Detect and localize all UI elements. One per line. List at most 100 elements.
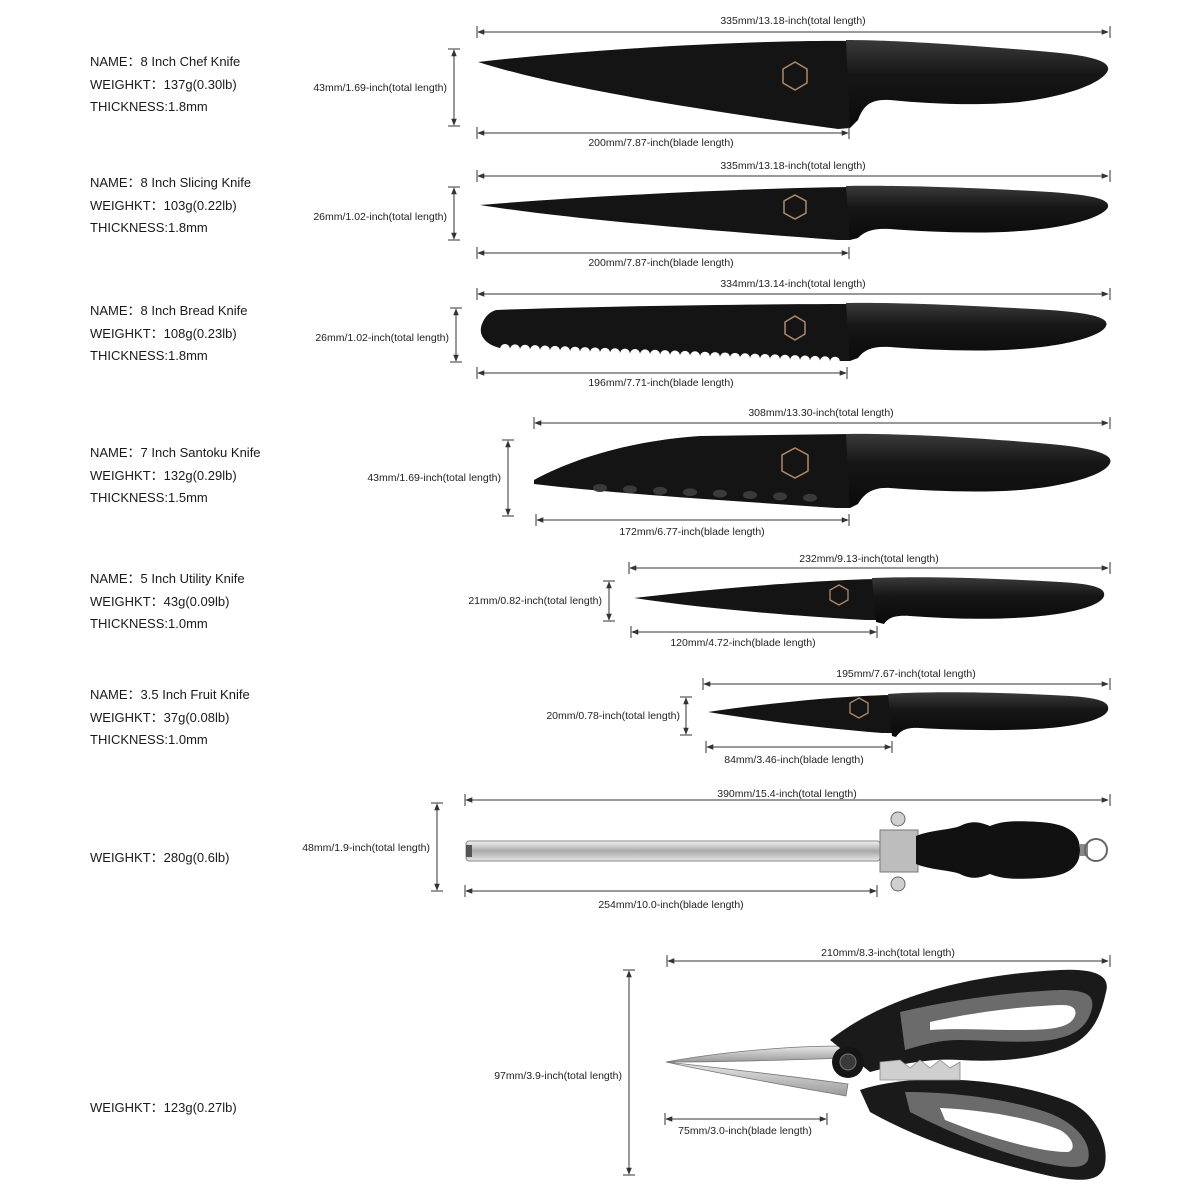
scissors-blade-upper (665, 1045, 849, 1063)
height-label: 21mm/0.82-inch(total length) (468, 595, 602, 607)
fruit-knife-blade (708, 695, 892, 733)
santoku-knife-blade (534, 434, 850, 508)
spec-weight: WEIGHKT：132g(0.29lb) (90, 467, 237, 483)
xyj-logo-icon (781, 447, 809, 479)
total-length-label: 232mm/9.13-inch(total length) (799, 553, 939, 565)
utility-knife-handle (872, 577, 1105, 624)
scissors-grip-upper-hole (930, 1005, 1076, 1030)
spec-fruit-knife: NAME：3.5 Inch Fruit Knife WEIGHKT：37g(0.… (90, 684, 250, 752)
height-label: 48mm/1.9-inch(total length) (302, 842, 430, 854)
fruit-knife: 195mm/7.67-inch(total length) 20mm/0.78-… (546, 668, 1111, 766)
santoku-dimple (743, 491, 757, 499)
height-label: 43mm/1.69-inch(total length) (367, 472, 501, 484)
spec-thickness: THICKNESS:1.8mm (90, 220, 208, 235)
chef-knife-blade (478, 40, 850, 129)
spec-thickness: THICKNESS:1.5mm (90, 490, 208, 505)
blade-length-label: 172mm/6.77-inch(blade length) (619, 526, 764, 538)
spec-thickness: THICKNESS:1.0mm (90, 616, 208, 631)
chef-knife: 335mm/13.18-inch(total length) 43mm/1.69… (313, 15, 1111, 149)
spec-santoku-knife: NAME：7 Inch Santoku Knife WEIGHKT：132g(0… (90, 442, 261, 510)
spec-utility-knife: NAME：5 Inch Utility Knife WEIGHKT：43g(0.… (90, 568, 245, 636)
spec-honing-rod: WEIGHKT：280g(0.6lb) (90, 847, 229, 870)
spec-bread-knife: NAME：8 Inch Bread Knife WEIGHKT：108g(0.2… (90, 300, 248, 368)
height-label: 20mm/0.78-inch(total length) (546, 710, 680, 722)
total-length-label: 195mm/7.67-inch(total length) (836, 668, 976, 680)
spec-weight: WEIGHKT：43g(0.09lb) (90, 593, 230, 609)
height-label: 26mm/1.02-inch(total length) (315, 332, 449, 344)
spec-weight: WEIGHKT：103g(0.22lb) (90, 197, 237, 213)
scissors-blade-lower (665, 1061, 849, 1097)
santoku-dimple (653, 486, 667, 495)
blade-length-label: 84mm/3.46-inch(blade length) (724, 754, 864, 766)
spec-slicing-knife: NAME：8 Inch Slicing Knife WEIGHKT：103g(0… (90, 172, 251, 240)
spec-weight: WEIGHKT：137g(0.30lb) (90, 76, 237, 92)
scissors-pivot-screw (839, 1053, 857, 1071)
spec-name: NAME：7 Inch Santoku Knife (90, 445, 261, 460)
spec-name: NAME：5 Inch Utility Knife (90, 571, 245, 586)
spec-name: NAME：8 Inch Slicing Knife (90, 175, 252, 190)
total-length-label: 390mm/15.4-inch(total length) (717, 788, 857, 800)
total-length-label: 308mm/13.30-inch(total length) (748, 407, 893, 419)
spec-chef-knife: NAME：8 Inch Chef Knife WEIGHKT：137g(0.30… (90, 51, 240, 119)
utility-knife-blade (634, 579, 876, 620)
hang-ring-icon (1084, 838, 1108, 862)
santoku-dimple (623, 485, 637, 494)
honing-rod-guard (879, 829, 919, 873)
spec-name: NAME：8 Inch Bread Knife (90, 303, 248, 318)
spec-thickness: THICKNESS:1.8mm (90, 99, 208, 114)
blade-length-label: 75mm/3.0-inch(blade length) (678, 1125, 812, 1137)
total-length-label: 334mm/13.14-inch(total length) (720, 278, 865, 290)
honing-rod-handle (916, 821, 1080, 879)
santoku-dimples (593, 484, 817, 502)
honing-rod: 390mm/15.4-inch(total length) 48mm/1.9-i… (302, 788, 1111, 911)
santoku-dimple (803, 493, 817, 502)
honing-rod-guard-knob (890, 811, 906, 827)
kitchen-scissors: 210mm/8.3-inch(total length) 97mm/3.9-in… (494, 947, 1111, 1180)
xyj-logo-icon (784, 315, 806, 341)
xyj-logo-icon (849, 697, 869, 719)
slicing-knife: 335mm/13.18-inch(total length) 26mm/1.02… (313, 160, 1111, 269)
honing-rod-steel (465, 840, 881, 862)
honing-rod-tip (466, 845, 472, 857)
blade-length-label: 200mm/7.87-inch(blade length) (588, 137, 733, 149)
xyj-logo-icon (829, 584, 849, 606)
santoku-knife-handle (846, 433, 1111, 508)
bread-knife-blade (480, 304, 850, 361)
santoku-dimple (773, 492, 787, 501)
santoku-dimple (593, 484, 607, 492)
spec-weight: WEIGHKT：37g(0.08lb) (90, 709, 230, 725)
honing-rod-guard-knob (890, 876, 906, 892)
total-length-label: 335mm/13.18-inch(total length) (720, 15, 865, 27)
spec-thickness: THICKNESS:1.8mm (90, 348, 208, 363)
chef-knife-handle (846, 40, 1109, 128)
bread-knife-serration (500, 344, 840, 362)
bread-knife: 334mm/13.14-inch(total length) 26mm/1.02… (315, 278, 1111, 389)
xyj-logo-icon (783, 194, 807, 220)
xyj-logo-icon (782, 61, 808, 91)
spec-weight: WEIGHKT：108g(0.23lb) (90, 325, 237, 341)
total-length-label: 210mm/8.3-inch(total length) (821, 947, 955, 959)
blade-length-label: 254mm/10.0-inch(blade length) (598, 899, 743, 911)
santoku-dimple (713, 489, 727, 498)
spec-name: NAME：3.5 Inch Fruit Knife (90, 687, 250, 702)
spec-weight: WEIGHKT：123g(0.27lb) (90, 1100, 237, 1115)
blade-length-label: 120mm/4.72-inch(blade length) (670, 637, 815, 649)
santoku-knife: 308mm/13.30-inch(total length) 43mm/1.69… (367, 407, 1111, 538)
scissors-grip-lower-hole (940, 1108, 1073, 1152)
spec-weight: WEIGHKT：280g(0.6lb) (90, 850, 230, 865)
slicing-knife-handle (846, 185, 1109, 240)
spec-scissors: WEIGHKT：123g(0.27lb) (90, 1097, 237, 1120)
slicing-knife-blade (480, 187, 850, 240)
height-label: 43mm/1.69-inch(total length) (313, 82, 447, 94)
santoku-dimple (683, 488, 697, 497)
spec-name: NAME：8 Inch Chef Knife (90, 54, 241, 69)
utility-knife: 232mm/9.13-inch(total length) 21mm/0.82-… (468, 553, 1111, 649)
scissors-teeth (879, 1059, 961, 1081)
blade-length-label: 200mm/7.87-inch(blade length) (588, 257, 733, 269)
fruit-knife-handle (888, 692, 1109, 737)
bread-knife-handle (846, 302, 1107, 361)
height-label: 26mm/1.02-inch(total length) (313, 211, 447, 223)
total-length-label: 335mm/13.18-inch(total length) (720, 160, 865, 172)
height-label: 97mm/3.9-inch(total length) (494, 1070, 622, 1082)
